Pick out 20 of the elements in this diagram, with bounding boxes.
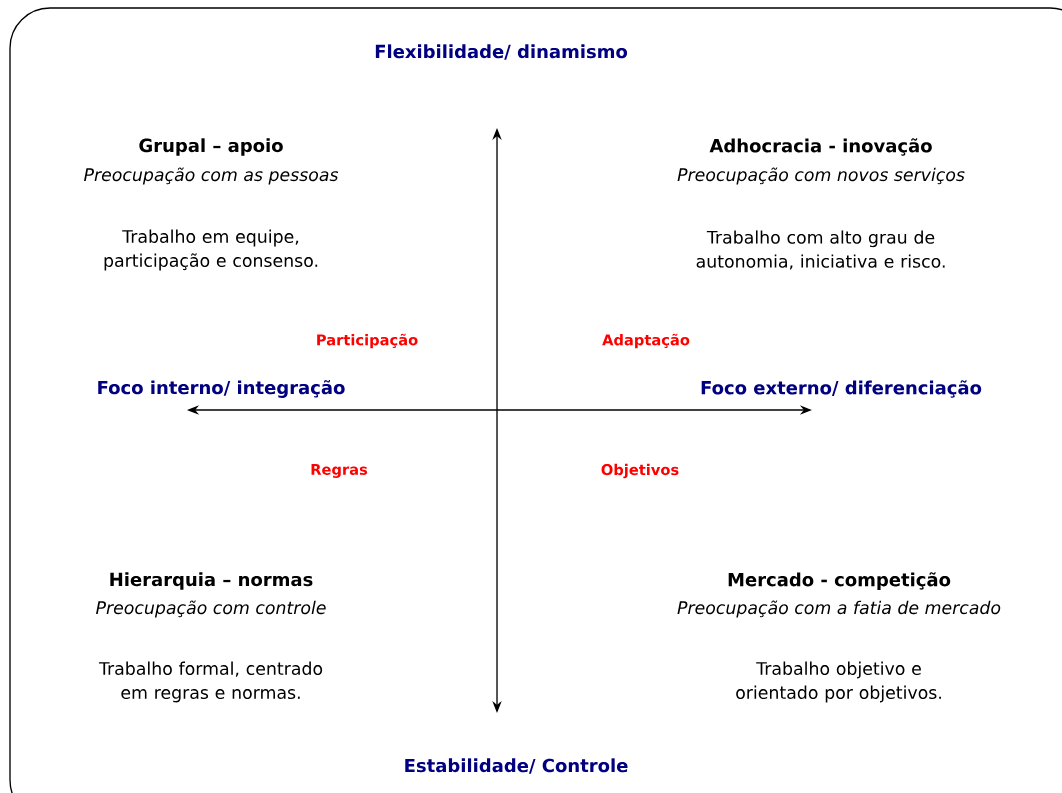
quadrant-description: Trabalho com alto grau de autonomia, iniciativa e risco. (696, 230, 945, 270)
quadrant-value-label: Regras (311, 464, 368, 478)
axis-label: Estabilidade/ Controle (405, 758, 628, 774)
axis-label: Foco externo/ diferenciação (701, 380, 982, 398)
quadrant-subtitle: Preocupação com novos serviços (677, 167, 965, 185)
quadrant-description: Trabalho objetivo e orientado por objetivos. (736, 661, 941, 703)
quadrant-heading: Adhocracia - inovação (709, 138, 932, 156)
axis-label: Foco interno/ integração (98, 380, 345, 398)
axis-label: Flexibilidade/ dinamismo (375, 44, 628, 60)
quadrant-description: Trabalho em equipe, participação e consenso. (104, 229, 318, 271)
quadrant-subtitle: Preocupação com a fatia de mercado (677, 600, 1001, 618)
quadrant-heading: Mercado - competição (728, 572, 951, 590)
quadrant-heading: Grupal – apoio (139, 138, 283, 156)
quadrant-value-label: Participação (317, 333, 418, 349)
quadrant-value-label: Adaptação (602, 333, 690, 349)
quadrant-description: Trabalho formal, centrado em regras e normas. (98, 661, 323, 703)
quadrant-heading: Hierarquia – normas (110, 572, 313, 590)
quadrant-subtitle: Preocupação com controle (96, 600, 326, 618)
quadrant-value-label: Objetivos (601, 463, 679, 479)
quadrant-subtitle: Preocupação com as pessoas (84, 167, 339, 185)
